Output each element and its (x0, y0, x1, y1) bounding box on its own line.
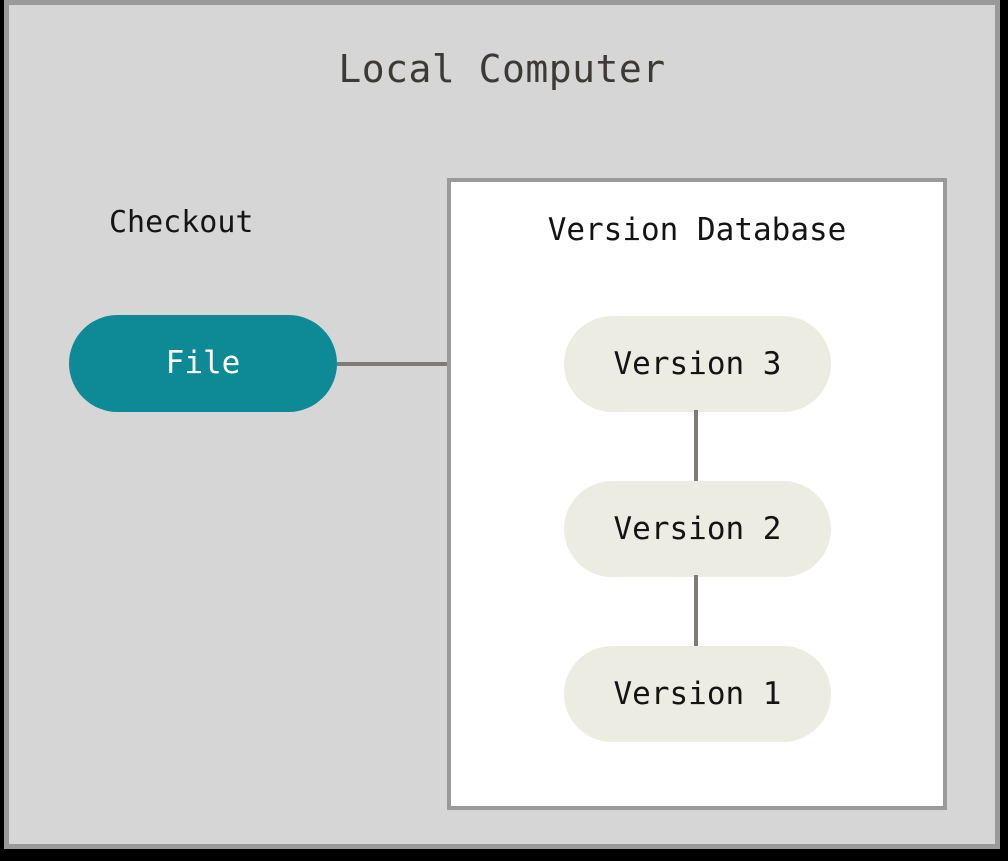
local-computer-diagram-frame: Local Computer Checkout File Version Dat… (4, 0, 1000, 849)
node-version-1-label: Version 1 (613, 675, 782, 712)
node-version-2[interactable]: Version 2 (564, 481, 831, 577)
node-file[interactable]: File (69, 315, 337, 412)
edge-version-3-to-version-2 (694, 410, 698, 484)
node-version-2-label: Version 2 (613, 510, 782, 547)
cluster-title-local-computer: Local Computer (338, 47, 666, 91)
node-version-3[interactable]: Version 3 (564, 316, 831, 412)
node-version-1[interactable]: Version 1 (564, 646, 831, 742)
node-file-label: File (165, 345, 241, 381)
version-database-title: Version Database (547, 212, 847, 248)
node-version-3-label: Version 3 (613, 345, 782, 382)
edge-version-2-to-version-1 (694, 575, 698, 649)
checkout-label: Checkout (109, 205, 254, 240)
